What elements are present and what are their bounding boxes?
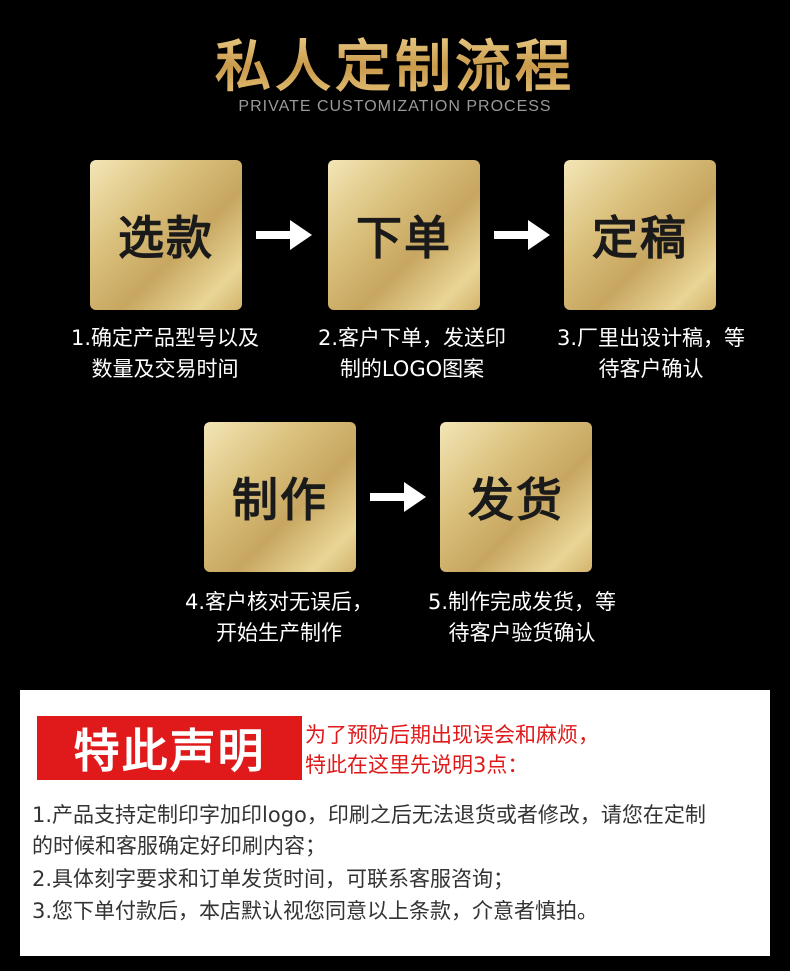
page-title: 私人定制流程 [0,22,790,103]
notice-intro-line: 为了预防后期出现误会和麻烦， [305,723,599,747]
step-box-dinggao: 定稿 [564,160,716,310]
caption-line: 数量及交易时间 [91,357,239,381]
step-caption: 5.制作完成发货，等 待客户验货确认 [407,587,637,649]
step-box-xuankuan: 选款 [90,160,242,310]
step-label: 下单 [356,211,452,265]
caption-line: 待客户验货确认 [448,621,596,645]
caption-line: 4.客户核对无误后， [184,590,374,614]
caption-line: 制的LOGO图案 [339,357,485,381]
step-box-xiadan: 下单 [328,160,480,310]
right-arrow-icon [494,220,550,250]
step-label: 选款 [118,211,214,265]
caption-line: 1.确定产品型号以及 [70,326,260,350]
notice-line: 1.产品支持定制印字加印logo，印刷之后无法退货或者修改，请您在定制 [32,803,706,827]
caption-line: 2.客户下单，发送印 [317,326,507,350]
notice-badge: 特此声明 [37,716,302,780]
notice-intro: 为了预防后期出现误会和麻烦， 特此在这里先说明3点： [305,720,665,780]
step-label: 定稿 [592,211,688,265]
step-label: 制作 [232,473,328,527]
notice-panel: 特此声明 为了预防后期出现误会和麻烦， 特此在这里先说明3点： 1.产品支持定制… [20,690,770,956]
notice-line: 3.您下单付款后，本店默认视您同意以上条款，介意者慎拍。 [32,899,599,923]
caption-line: 待客户确认 [598,357,704,381]
notice-line: 的时候和客服确定好印刷内容； [32,834,326,858]
step-caption: 1.确定产品型号以及 数量及交易时间 [50,323,280,385]
notice-line: 2.具体刻字要求和订单发货时间，可联系客服咨询； [32,867,515,891]
right-arrow-icon [370,482,426,512]
step-box-zhizuo: 制作 [204,422,356,572]
step-caption: 4.客户核对无误后， 开始生产制作 [164,587,394,649]
caption-line: 5.制作完成发货，等 [427,590,617,614]
page-subtitle: PRIVATE CUSTOMIZATION PROCESS [238,98,552,115]
step-caption: 3.厂里出设计稿，等 待客户确认 [536,323,766,385]
right-arrow-icon [256,220,312,250]
step-box-fahuo: 发货 [440,422,592,572]
step-label: 发货 [468,473,564,527]
notice-intro-line: 特此在这里先说明3点： [305,753,529,777]
caption-line: 3.厂里出设计稿，等 [556,326,746,350]
step-caption: 2.客户下单，发送印 制的LOGO图案 [297,323,527,385]
caption-line: 开始生产制作 [216,621,342,645]
